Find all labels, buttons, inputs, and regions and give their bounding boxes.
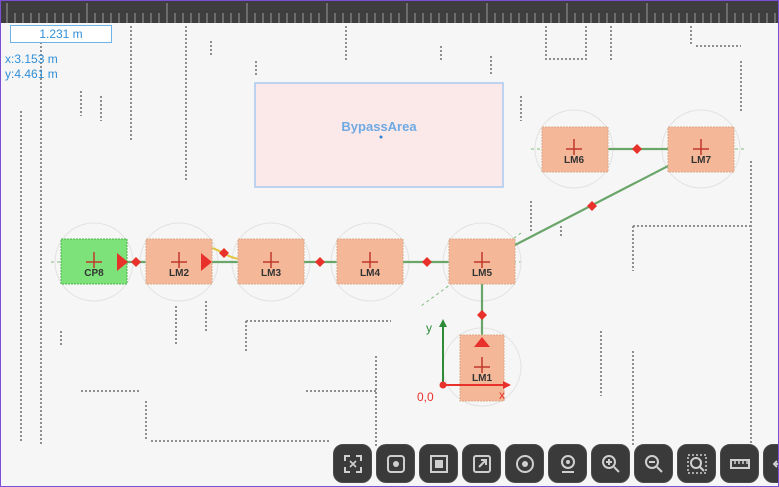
scale-indicator: 1.231 m bbox=[10, 25, 112, 43]
fullscreen-button[interactable] bbox=[419, 444, 458, 483]
ruler-ticks bbox=[6, 3, 776, 23]
zoom-in-icon bbox=[601, 454, 620, 473]
node-label: LM6 bbox=[564, 155, 584, 166]
node-lm1[interactable]: LM1 bbox=[459, 334, 505, 402]
fullscreen-icon bbox=[429, 454, 448, 473]
export-icon bbox=[472, 454, 491, 473]
node-box bbox=[60, 238, 128, 285]
target-icon bbox=[515, 454, 534, 473]
zoom-out-icon bbox=[644, 454, 663, 473]
bypass-area-label: BypassArea bbox=[341, 119, 417, 134]
y-axis-label: y bbox=[426, 321, 432, 335]
map-walls bbox=[20, 26, 752, 446]
node-lm4[interactable]: LM4 bbox=[336, 238, 404, 285]
robot-position-button[interactable] bbox=[548, 444, 587, 483]
origin-label: 0,0 bbox=[417, 390, 434, 404]
zoom-area-icon bbox=[686, 453, 707, 474]
top-ruler bbox=[1, 1, 778, 23]
node-label: CP8 bbox=[84, 268, 104, 279]
bypass-area[interactable] bbox=[254, 82, 504, 188]
export-button[interactable] bbox=[462, 444, 501, 483]
lm1-direction-arrow bbox=[474, 337, 490, 347]
zoom-area-button[interactable] bbox=[677, 444, 716, 483]
fit-view-icon bbox=[343, 454, 362, 473]
target-button[interactable] bbox=[505, 444, 544, 483]
node-label: LM1 bbox=[472, 373, 492, 384]
locate-robot-icon bbox=[386, 454, 405, 473]
x-axis-label: x bbox=[499, 388, 505, 402]
node-label: LM4 bbox=[360, 268, 380, 279]
node-cp8[interactable]: CP8 bbox=[60, 238, 128, 285]
cp8-direction-arrow bbox=[117, 253, 128, 271]
robot-position-icon bbox=[560, 454, 575, 473]
node-label: LM7 bbox=[691, 155, 711, 166]
node-lm6[interactable]: LM6 bbox=[541, 126, 609, 173]
pan-icon bbox=[772, 459, 778, 468]
x-axis-arrow bbox=[503, 381, 511, 389]
map-toolbar bbox=[333, 444, 778, 486]
node-label: LM5 bbox=[472, 268, 492, 279]
measure-button[interactable] bbox=[720, 444, 759, 483]
node-lm7[interactable]: LM7 bbox=[667, 126, 735, 173]
node-lm3[interactable]: LM3 bbox=[237, 238, 305, 285]
node-label: LM2 bbox=[169, 268, 189, 279]
area-anchor-dot bbox=[379, 135, 383, 139]
measure-icon bbox=[729, 458, 750, 469]
coord-x-readout: x:3.153 m bbox=[5, 52, 58, 66]
route-markers[interactable] bbox=[131, 144, 642, 320]
coord-y-readout: y:4.461 m bbox=[5, 67, 58, 81]
zoom-in-button[interactable] bbox=[591, 444, 630, 483]
locate-robot-button[interactable] bbox=[376, 444, 415, 483]
origin-dot bbox=[439, 381, 447, 389]
node-lm5[interactable]: LM5 bbox=[448, 238, 516, 285]
zoom-out-button[interactable] bbox=[634, 444, 673, 483]
lm2-direction-arrow bbox=[201, 253, 212, 271]
fit-view-button[interactable] bbox=[333, 444, 372, 483]
node-label: LM3 bbox=[261, 268, 281, 279]
pan-button[interactable] bbox=[763, 444, 778, 483]
y-axis-arrow bbox=[439, 319, 447, 327]
